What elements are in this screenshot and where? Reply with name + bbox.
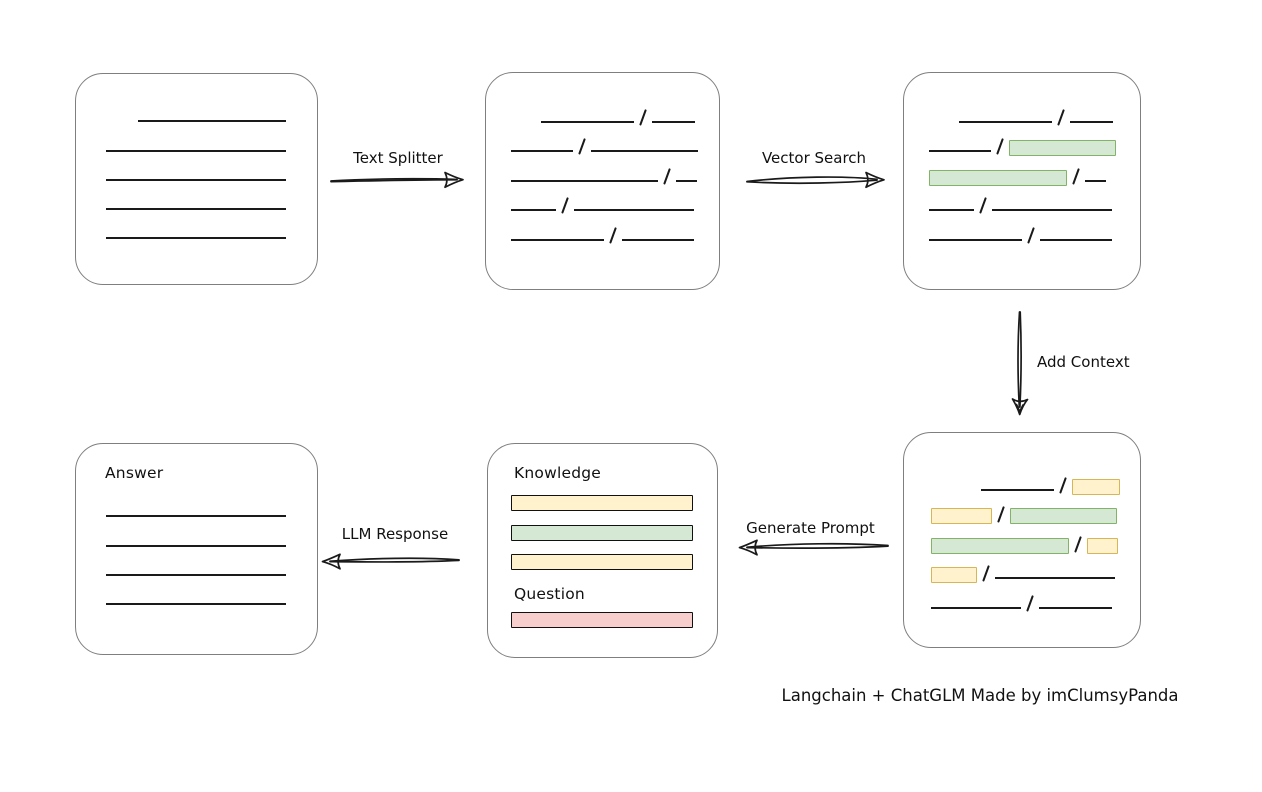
- question-heading: Question: [514, 585, 585, 603]
- text-line: [511, 150, 573, 153]
- text-line: [676, 179, 698, 182]
- vector-search-label: Vector Search: [761, 149, 867, 167]
- chunk-row: [904, 491, 1140, 525]
- slash-separator: [1027, 227, 1036, 244]
- chunk-row: [904, 152, 1140, 186]
- text-line: [992, 209, 1113, 212]
- text-line: [995, 577, 1116, 580]
- split-chunks-box: [485, 72, 720, 290]
- text-line: [981, 488, 1054, 491]
- text-row: [76, 488, 317, 518]
- vector-search-arrow: [746, 171, 885, 189]
- chunk-row: [904, 579, 1140, 612]
- text-line: [106, 149, 286, 152]
- text-line: [929, 150, 991, 153]
- text-line: [511, 238, 604, 241]
- chunk-row: [486, 123, 719, 156]
- text-row: [76, 122, 317, 152]
- text-line: [106, 573, 286, 576]
- text-line: [929, 209, 974, 212]
- text-line: [1039, 606, 1113, 609]
- text-line: [1085, 179, 1107, 182]
- chunk-row: [904, 182, 1140, 215]
- document-lines: [76, 74, 317, 240]
- text-line: [106, 237, 286, 240]
- text-row: [76, 576, 317, 606]
- chunk-row: [904, 123, 1140, 157]
- add-context-label: Add Context: [1037, 353, 1130, 371]
- generate-prompt-label: Generate Prompt: [746, 519, 875, 537]
- answer-lines: [76, 488, 317, 606]
- chunk-row: [904, 550, 1140, 584]
- llm-response-label: LLM Response: [341, 525, 449, 543]
- text-line: [106, 178, 286, 181]
- caption: Langchain + ChatGLM Made by imClumsyPand…: [781, 686, 1179, 705]
- green-highlight: [1009, 140, 1117, 157]
- chunk-row: [904, 520, 1140, 554]
- text-line: [106, 544, 286, 547]
- split-chunk-rows: [486, 73, 719, 244]
- matched-chunk-rows: [904, 73, 1140, 244]
- answer-box: Answer: [75, 443, 318, 655]
- yellow-highlight: [1087, 537, 1119, 554]
- text-splitter-label: Text Splitter: [353, 149, 443, 167]
- yellow-bar: [511, 554, 693, 570]
- text-line: [1070, 120, 1114, 123]
- yellow-highlight: [931, 508, 992, 525]
- green-highlight: [1010, 508, 1118, 525]
- green-bar: [511, 524, 693, 541]
- text-line: [622, 238, 695, 241]
- text-line: [652, 120, 696, 123]
- context-chunk-rows: [904, 433, 1140, 612]
- llm-response-arrow: [321, 553, 460, 570]
- text-row: [76, 152, 317, 181]
- generate-prompt-arrow: [738, 539, 889, 556]
- text-line: [929, 238, 1022, 241]
- yellow-bar: [511, 495, 693, 511]
- text-line: [106, 515, 286, 518]
- chunk-row: [486, 211, 719, 244]
- text-line: [931, 606, 1021, 609]
- text-line: [511, 209, 556, 212]
- context-chunks-box: [903, 432, 1141, 648]
- document-box: [75, 73, 318, 285]
- chunk-row: [904, 211, 1140, 244]
- add-context-arrow: [1011, 311, 1029, 416]
- prompt-box: Knowledge Question: [487, 443, 718, 658]
- chunk-row: [486, 182, 719, 215]
- text-line: [138, 120, 286, 123]
- text-row: [76, 181, 317, 211]
- text-splitter-arrow: [330, 171, 464, 189]
- matched-chunks-box: [903, 72, 1141, 290]
- text-line: [511, 179, 658, 182]
- text-line: [106, 208, 286, 211]
- chunk-row: [486, 152, 719, 185]
- green-highlight: [931, 537, 1069, 554]
- text-line: [106, 603, 286, 606]
- text-row: [76, 547, 317, 576]
- slash-separator: [1026, 595, 1035, 612]
- chunk-row: [904, 461, 1140, 495]
- text-line: [591, 150, 699, 153]
- question-bars: [511, 612, 717, 628]
- knowledge-bars: [511, 495, 717, 570]
- answer-heading: Answer: [105, 464, 164, 482]
- chunk-row: [486, 93, 719, 126]
- text-row: [76, 210, 317, 240]
- red-bar: [511, 612, 693, 628]
- knowledge-heading: Knowledge: [514, 464, 602, 482]
- text-line: [574, 209, 695, 212]
- yellow-highlight: [1072, 478, 1121, 495]
- chunk-row: [904, 93, 1140, 126]
- text-line: [541, 120, 634, 123]
- text-line: [1040, 238, 1113, 241]
- slash-separator: [609, 227, 618, 244]
- text-row: [76, 93, 317, 123]
- yellow-highlight: [931, 567, 977, 584]
- text-row: [76, 517, 317, 547]
- text-line: [959, 120, 1052, 123]
- green-highlight: [929, 169, 1067, 186]
